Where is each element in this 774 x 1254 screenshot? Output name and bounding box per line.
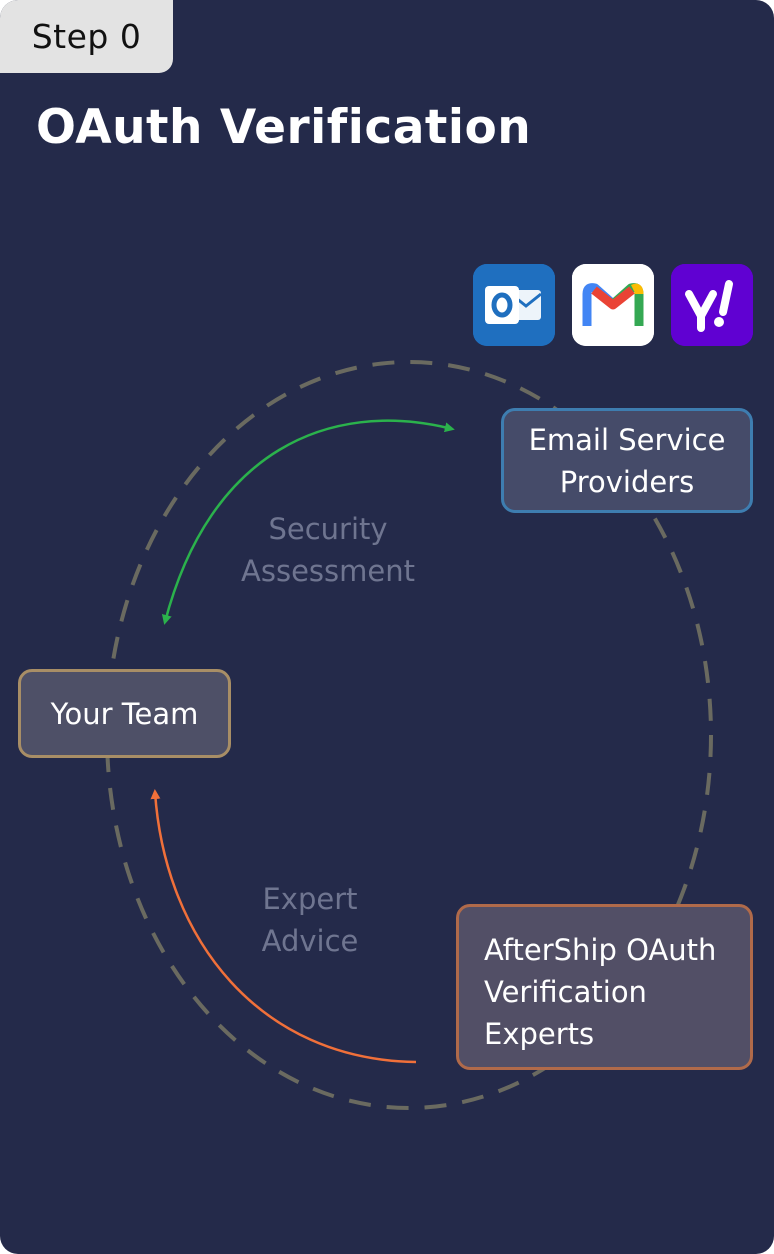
experts-label-line3: Experts [484, 1017, 595, 1051]
security-assessment-arrow [161, 419, 455, 625]
esp-label-line2: Providers [559, 464, 695, 499]
yahoo-icon [671, 264, 753, 346]
step-badge: Step 0 [0, 0, 173, 73]
aftership-experts-node: AfterShip OAuth Verification Experts [456, 904, 753, 1070]
gmail-icon [572, 264, 654, 346]
expert-advice-label: Expert Advice [261, 882, 359, 958]
email-service-providers-node: Email Service Providers [501, 408, 753, 513]
cycle-ring [105, 360, 713, 1110]
your-team-label: Your Team [50, 696, 199, 731]
experts-label-line1: AfterShip OAuth [484, 933, 717, 967]
page-title: OAuth Verification [36, 100, 532, 155]
security-assessment-label: Security Assessment [241, 512, 415, 588]
esp-label-line1: Email Service [528, 422, 726, 457]
experts-label-line2: Verification [484, 975, 647, 1009]
expert-advice-arrow [150, 789, 417, 1064]
outlook-icon [473, 264, 555, 346]
your-team-node: Your Team [18, 669, 231, 758]
